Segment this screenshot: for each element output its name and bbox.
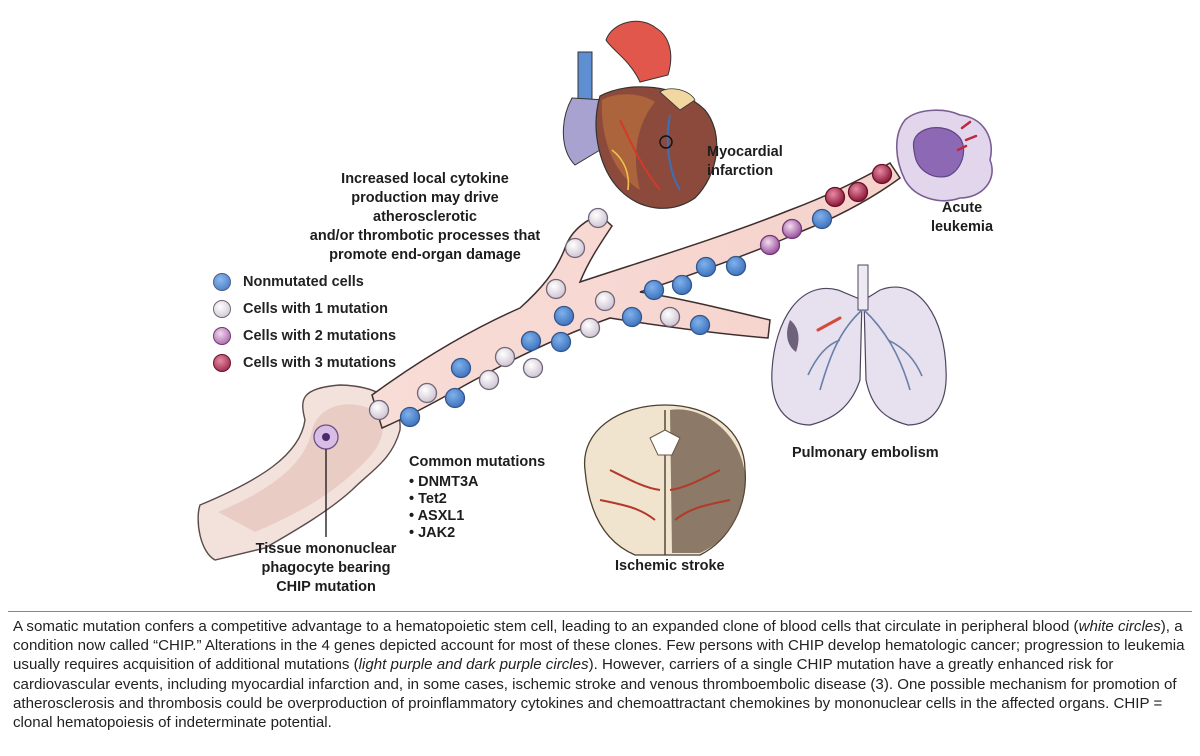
cell-one-mutation [545,278,567,300]
legend: Nonmutated cells Cells with 1 mutation C… [213,268,396,376]
legend-item-two-mutations: Cells with 2 mutations [213,322,396,349]
diagram-artwork [197,20,993,561]
cell-three-mutations [847,181,869,203]
cell-one-mutation [494,346,516,368]
cell-nonmutated [520,330,542,352]
label-pulmonary-embolism: Pulmonary embolism [792,445,939,461]
cell-nonmutated [725,255,747,277]
cell-two-mutations [781,218,803,240]
cell-one-mutation [368,399,390,421]
cell-nonmutated [621,306,643,328]
cell-nonmutated [450,357,472,379]
legend-dot-three-mutations [213,353,231,372]
cell-one-mutation [594,290,616,312]
cell-nonmutated [553,305,575,327]
chip-diagram: Myocardial infarction Acute leukemia Inc… [197,20,994,595]
cell-nonmutated [444,387,466,409]
leukemia-cell [895,109,993,202]
heart-illustration [562,20,718,209]
common-mutations-title: Common mutations [409,454,546,470]
mutation-item: • JAK2 [409,525,456,541]
cell-one-mutation [478,369,500,391]
vessel-cells [368,163,893,428]
cell-nonmutated [550,331,572,353]
cell-nonmutated [671,274,693,296]
cell-three-mutations [824,186,846,208]
legend-dot-nonmutated [213,272,231,291]
common-mutations: Common mutations • DNMT3A • Tet2 • ASXL1… [409,453,545,542]
cell-one-mutation [659,306,681,328]
label-cytokine: Increased local cytokine production may … [309,171,541,263]
cell-nonmutated [643,279,665,301]
cell-one-mutation [522,357,544,379]
cell-one-mutation [579,317,601,339]
mutation-item: • DNMT3A [409,474,479,490]
legend-item-nonmutated: Nonmutated cells [213,268,396,295]
label-phagocyte: Tissue mononuclear phagocyte bearing CHI… [255,541,397,595]
cell-two-mutations [759,234,781,256]
cell-one-mutation [564,237,586,259]
label-myocardial-infarction: Myocardial infarction [707,144,783,179]
lungs-illustration [771,264,947,426]
label-ischemic-stroke: Ischemic stroke [615,558,725,574]
legend-item-three-mutations: Cells with 3 mutations [213,349,396,376]
legend-item-one-mutation: Cells with 1 mutation [213,295,396,322]
caption-divider [8,611,1192,612]
tissue-shape [197,384,401,561]
legend-dot-two-mutations [213,326,231,345]
cell-three-mutations [871,163,893,185]
label-acute-leukemia: Acute leukemia [930,200,994,235]
mutation-list: • DNMT3A • Tet2 • ASXL1 • JAK2 [409,474,545,542]
cell-one-mutation [587,207,609,229]
legend-dot-one-mutation [213,299,231,318]
figure-caption: A somatic mutation confers a competitive… [13,618,1185,732]
mutation-item: • ASXL1 [409,508,465,524]
mutation-item: • Tet2 [409,491,447,507]
cell-nonmutated [811,208,833,230]
cell-nonmutated [689,314,711,336]
cell-one-mutation [416,382,438,404]
cell-nonmutated [695,256,717,278]
brain-illustration [584,404,746,556]
cell-nonmutated [399,406,421,428]
